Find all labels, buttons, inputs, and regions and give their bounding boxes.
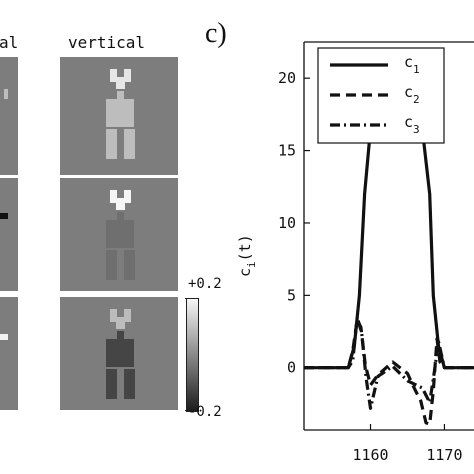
y-tick-label: 10 — [278, 214, 296, 232]
figure-leg-right — [124, 369, 135, 399]
y-tick-label: 15 — [278, 142, 296, 160]
figure-leg-left — [106, 250, 117, 280]
figure-head-left — [110, 190, 117, 203]
partial-tile-3 — [0, 297, 18, 410]
x-tick-label: 1160 — [352, 446, 388, 464]
figure-head-right — [124, 190, 131, 203]
figure-head-right — [124, 69, 131, 82]
vertical-tile-1 — [60, 57, 178, 175]
figure-leg-left — [106, 369, 117, 399]
figure-leg-left — [106, 129, 117, 159]
y-tick-label: 20 — [278, 69, 296, 87]
figure-leg-right — [124, 129, 135, 159]
colorbar-min-label: -0.2 — [188, 404, 222, 420]
partial-tile-2 — [0, 178, 18, 291]
figure-head-left — [110, 69, 117, 82]
figure-neck — [117, 212, 124, 220]
column-label-partial: al — [0, 33, 19, 52]
y-tick-label: 0 — [287, 359, 296, 377]
legend-label-c2: c2 — [404, 83, 420, 106]
partial-tile-3-mark — [0, 334, 8, 340]
column-label-vertical: vertical — [68, 33, 146, 52]
legend-label-c1: c1 — [404, 53, 420, 76]
x-tick-label: 1170 — [426, 446, 462, 464]
partial-tile-2-mark — [0, 213, 8, 219]
y-tick-label: 5 — [287, 286, 296, 304]
colorbar-tick-top — [185, 298, 190, 299]
colorbar-max-label: +0.2 — [188, 276, 222, 292]
series-line-c3 — [304, 315, 474, 410]
partial-tile-1-mark — [4, 89, 8, 99]
figure-neck — [117, 91, 124, 99]
figure-leg-right — [124, 250, 135, 280]
figure-head-left — [110, 309, 117, 322]
figure-torso — [106, 339, 134, 367]
vertical-tile-3 — [60, 297, 178, 410]
partial-tile-1 — [0, 57, 18, 175]
legend-label-c3: c3 — [404, 113, 420, 136]
figure-torso — [106, 99, 134, 127]
figure-face — [116, 198, 125, 210]
colorbar — [186, 298, 199, 412]
vertical-tile-2 — [60, 178, 178, 291]
figure-head-right — [124, 309, 131, 322]
series-line-c2 — [304, 318, 474, 426]
figure-face — [116, 77, 125, 89]
figure-torso — [106, 220, 134, 248]
figure-face — [116, 317, 125, 329]
y-axis-label: ci(t) — [236, 234, 258, 277]
panel-label-c: c) — [205, 18, 227, 49]
colorbar-tick-bottom — [185, 410, 190, 411]
figure-neck — [117, 331, 124, 339]
